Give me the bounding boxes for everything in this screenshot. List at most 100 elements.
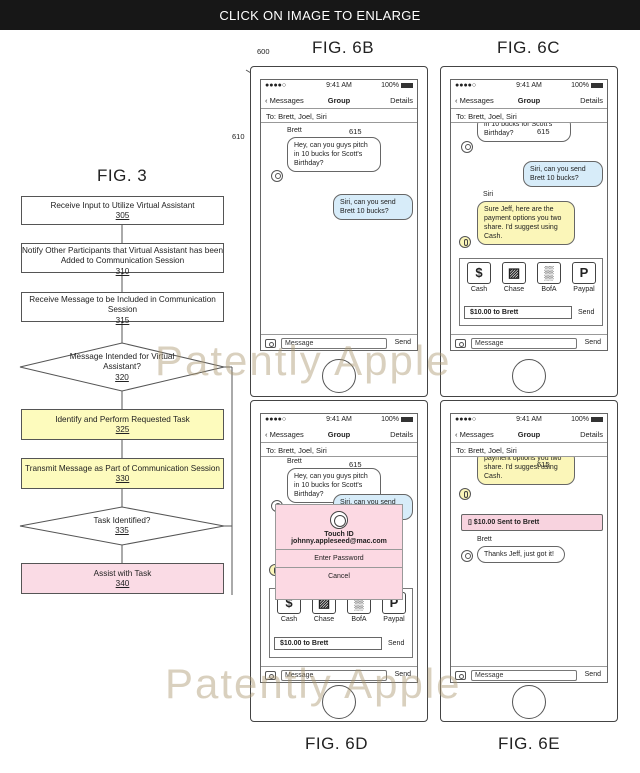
recipients-bar[interactable]: To: Brett, Joel, Siri	[451, 109, 607, 123]
back-button[interactable]: ‹ Messages	[455, 96, 494, 105]
message-brett-question: Hey, can you guys pitch in 10 bucks for …	[287, 137, 381, 173]
flow-decision-335: Task Identified? 335	[62, 516, 182, 537]
home-button[interactable]	[512, 359, 546, 393]
back-button[interactable]: ‹ Messages	[265, 96, 304, 105]
flow-step-315: Receive Message to be Included in Commun…	[21, 292, 224, 325]
message-input[interactable]: Message	[281, 338, 387, 349]
flow-decision-335-text: Task Identified?	[93, 516, 151, 525]
enlarge-banner-text: CLICK ON IMAGE TO ENLARGE	[219, 7, 421, 23]
flow-step-330: Transmit Message as Part of Communicatio…	[21, 458, 224, 489]
status-time: 9:41 AM	[516, 82, 542, 89]
payment-send-button[interactable]: Send	[578, 309, 595, 316]
payment-option-label: BofA	[541, 286, 557, 293]
message-siri-options: Sure Jeff, here are the payment options …	[477, 201, 575, 246]
fig6e-label: FIG. 6E	[498, 734, 561, 753]
signal-icon: ●●●●○	[265, 82, 287, 89]
enlarge-banner[interactable]: CLICK ON IMAGE TO ENLARGE	[0, 0, 640, 30]
dollar-icon: ▯	[468, 519, 474, 526]
sender-brett: Brett	[477, 536, 492, 543]
payment-option-label: Chase	[313, 616, 335, 623]
ref-615-6b: 615	[349, 127, 362, 136]
back-button[interactable]: ‹ Messages	[455, 430, 494, 439]
conversation-title: Group	[517, 96, 541, 105]
camera-icon[interactable]	[265, 671, 276, 680]
conversation-title: Group	[327, 430, 351, 439]
touch-id-dialog: Touch ID johnny.appleseed@mac.com Enter …	[275, 504, 403, 600]
camera-icon[interactable]	[455, 671, 466, 680]
home-button[interactable]	[322, 359, 356, 393]
payment-sent-confirmation: ▯ $10.00 Sent to Brett	[461, 514, 603, 532]
cancel-button[interactable]: Cancel	[276, 567, 402, 585]
flow-step-330-text: Transmit Message as Part of Communicatio…	[25, 464, 220, 473]
recipients-bar[interactable]: To: Brett, Joel, Siri	[261, 443, 417, 457]
flow-step-325-ref: 325	[115, 425, 130, 435]
sender-brett: Brett	[287, 458, 302, 465]
recipients-bar[interactable]: To: Brett, Joel, Siri	[261, 109, 417, 123]
enter-password-button[interactable]: Enter Password	[276, 549, 402, 567]
send-button[interactable]: Send	[394, 339, 411, 346]
nav-bar: ‹ Messages Group Details	[451, 93, 607, 109]
siri-icon	[459, 236, 471, 248]
cash-icon: $	[467, 262, 491, 284]
flow-step-305: Receive Input to Utilize Virtual Assista…	[21, 196, 224, 225]
flow-step-330-ref: 330	[115, 474, 130, 484]
payment-option-label: Cash	[280, 616, 298, 623]
flow-step-310-text: Notify Other Participants that Virtual A…	[22, 246, 224, 266]
battery-level: 100%	[381, 416, 399, 423]
payment-send-button[interactable]: Send	[388, 640, 405, 647]
status-bar: ●●●●○ 9:41 AM 100%	[261, 80, 417, 92]
flow-step-340: Assist with Task 340	[21, 563, 224, 594]
sender-brett: Brett	[287, 127, 302, 134]
camera-icon[interactable]	[265, 339, 276, 348]
flow-step-340-text: Assist with Task	[93, 569, 152, 578]
back-label: Messages	[459, 96, 494, 105]
flow-decision-320-ref: 320	[115, 372, 129, 382]
details-button[interactable]: Details	[580, 96, 603, 105]
send-button[interactable]: Send	[394, 671, 411, 678]
signal-icon: ●●●●○	[455, 416, 477, 423]
battery-level: 100%	[571, 416, 589, 423]
flow-step-340-ref: 340	[115, 579, 130, 589]
status-bar: ●●●●○ 9:41 AM 100%	[451, 80, 607, 92]
payment-option-label: Chase	[503, 286, 525, 293]
home-button[interactable]	[322, 685, 356, 719]
phone-fig6b: ●●●●○ 9:41 AM 100% ‹ Messages Group Deta…	[250, 66, 428, 397]
payment-amount-field[interactable]: $10.00 to Brett	[464, 306, 572, 319]
fig6c-label: FIG. 6C	[497, 38, 561, 57]
siri-icon	[459, 488, 471, 500]
fingerprint-icon	[330, 511, 348, 529]
payment-amount-field[interactable]: $10.00 to Brett	[274, 637, 382, 650]
details-button[interactable]: Details	[580, 430, 603, 439]
nav-bar: ‹ Messages Group Details	[451, 427, 607, 443]
send-button[interactable]: Send	[584, 339, 601, 346]
details-button[interactable]: Details	[390, 96, 413, 105]
flow-step-325: Identify and Perform Requested Task 325	[21, 409, 224, 440]
flow-decision-320: Message Intended for Virtual Assistant? …	[52, 352, 192, 383]
flow-step-315-text: Receive Message to be Included in Commun…	[29, 295, 216, 315]
send-button[interactable]: Send	[584, 671, 601, 678]
recipients-bar[interactable]: To: Brett, Joel, Siri	[451, 443, 607, 457]
fig3-label: FIG. 3	[97, 166, 148, 185]
flow-decision-335-ref: 335	[115, 526, 129, 536]
message-input[interactable]: Message	[471, 338, 577, 349]
compose-bar: Message Send	[451, 334, 607, 350]
signal-icon: ●●●●○	[265, 416, 287, 423]
camera-icon[interactable]	[455, 339, 466, 348]
message-input[interactable]: Message	[281, 670, 387, 681]
phone-fig6c: ●●●●○ 9:41 AM 100% ‹ Messages Group Deta…	[440, 66, 618, 397]
home-button[interactable]	[512, 685, 546, 719]
back-button[interactable]: ‹ Messages	[265, 430, 304, 439]
payment-option-cash[interactable]: $Cash	[462, 262, 496, 293]
back-label: Messages	[269, 430, 304, 439]
message-input[interactable]: Message	[471, 670, 577, 681]
screen-fig6b: ●●●●○ 9:41 AM 100% ‹ Messages Group Deta…	[260, 79, 418, 351]
flow-step-315-ref: 315	[115, 315, 130, 325]
conversation-title: Group	[327, 96, 351, 105]
details-button[interactable]: Details	[390, 430, 413, 439]
payment-option-bofa[interactable]: ▒BofA	[532, 262, 566, 293]
phone-fig6d: ●●●●○ 9:41 AM 100% ‹ Messages Group Deta…	[250, 400, 428, 722]
payment-option-label: Paypal	[573, 286, 595, 293]
payment-option-chase[interactable]: ▨Chase	[497, 262, 531, 293]
battery-icon	[401, 82, 413, 88]
